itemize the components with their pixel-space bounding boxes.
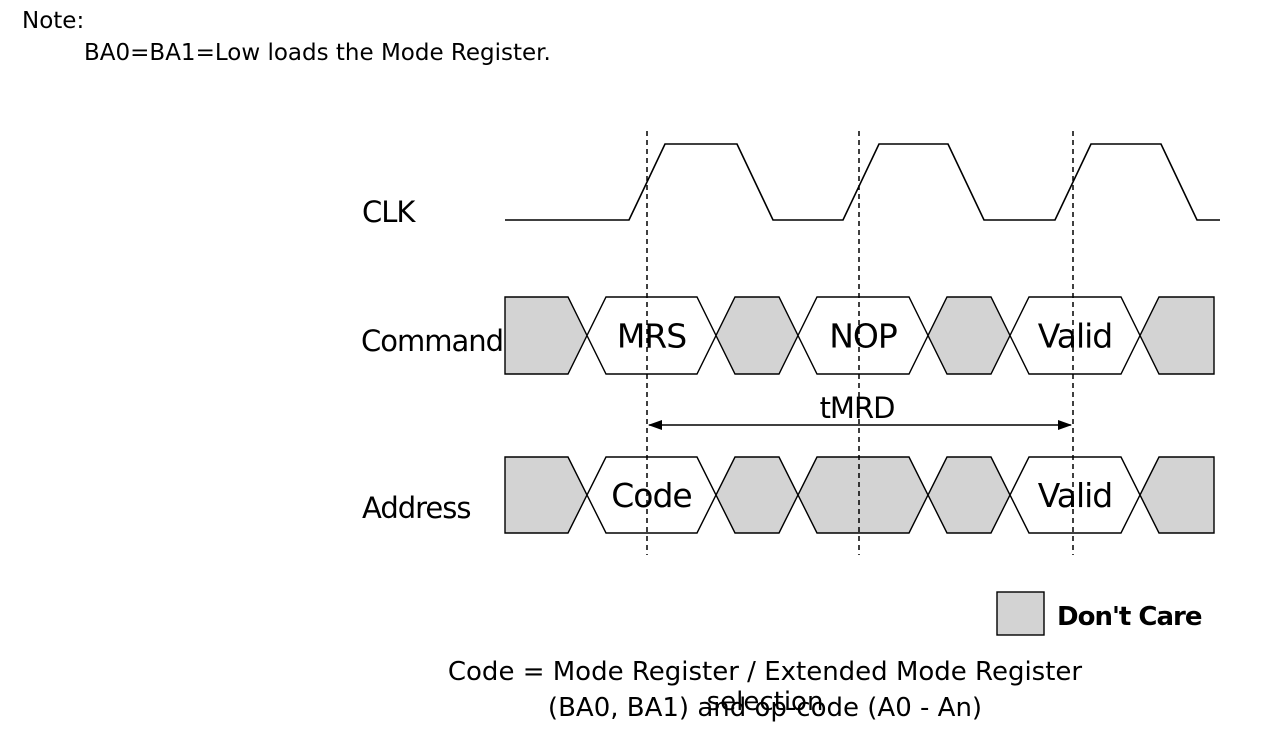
address-cell-dont-care [504,456,588,534]
address-cell-dont-care [927,456,1011,534]
command-cell-value [797,296,929,375]
command-bus: MRS NOP Valid [504,296,1215,375]
address-cell-label: Valid [1038,476,1113,515]
command-cell-dont-care [715,296,799,375]
command-cell-dont-care [1139,296,1215,375]
address-cell-label: Code [611,476,691,515]
legend-swatch [996,591,1045,636]
address-cell-dont-care [1139,456,1215,534]
footnote-line-2: (BA0, BA1) and op-code (A0 - An) [547,693,983,723]
tmrd-arrowhead-left [648,420,662,430]
command-label: Command [361,324,503,358]
address-bus: Code Valid [504,456,1215,534]
footnote-line-1: Code = Mode Register / Extended Mode Reg… [447,657,1083,717]
address-cell-dont-care [797,456,929,534]
command-cell-value [1009,296,1141,375]
command-cell-value [586,296,717,375]
clk-label: CLK [362,195,416,229]
address-cell-value [586,456,717,534]
note-text: BA0=BA1=Low loads the Mode Register. [84,40,551,66]
command-cell-label: MRS [617,317,686,356]
command-cell-dont-care [504,296,588,375]
note-title: Note: [22,8,85,34]
address-label: Address [362,491,471,525]
legend-label: Don't Care [1057,602,1202,632]
command-cell-label: NOP [829,317,897,356]
address-cell-dont-care [715,456,799,534]
clk-waveform [505,143,1220,221]
command-cell-dont-care [927,296,1011,375]
tmrd-label: tMRD [820,391,895,425]
address-cell-value [1009,456,1141,534]
command-cell-label: Valid [1038,317,1113,356]
